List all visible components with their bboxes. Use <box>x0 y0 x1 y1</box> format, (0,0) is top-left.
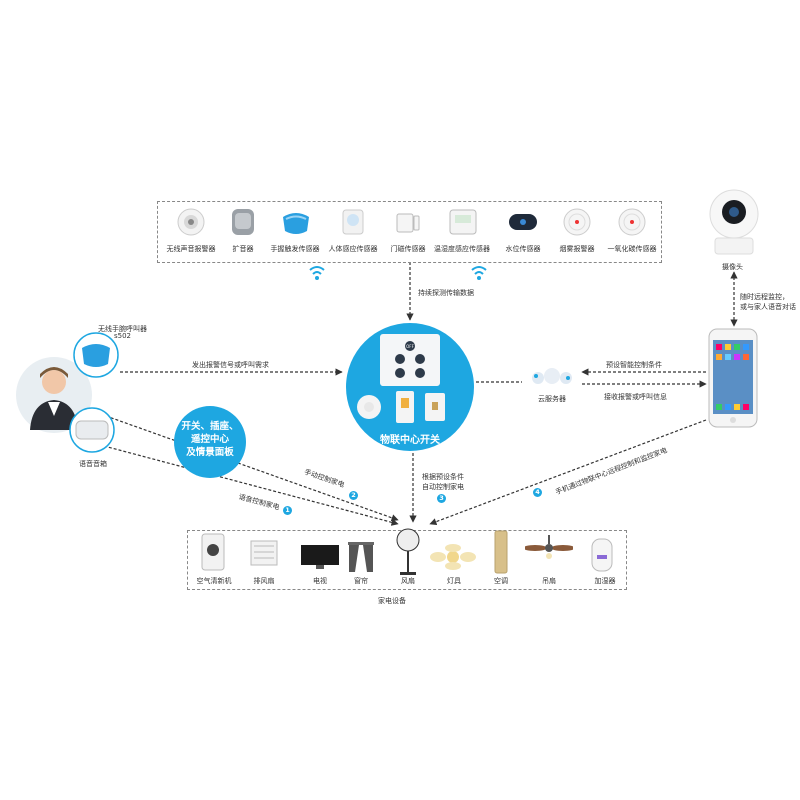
cloud-label: 云服务器 <box>538 395 566 403</box>
step-badge-2: 2 <box>349 491 358 500</box>
lamp-icon <box>430 544 476 570</box>
wall-switch-icon <box>396 391 414 423</box>
sensor-label: 门磁传感器 <box>390 245 426 253</box>
exhaust-fan-icon <box>250 540 278 566</box>
flow-label-pager: 发出报警信号或呼叫需求 <box>192 361 269 369</box>
sensor-label: 一氧化碳传感器 <box>607 245 657 253</box>
smart-speaker-icon <box>69 407 115 453</box>
flow-label-cloud-to-phone: 接收报警或呼叫信息 <box>604 393 667 401</box>
camera-note: 或与家人语音对话 <box>740 303 796 311</box>
appliance-label: 排风扇 <box>253 577 275 585</box>
wrist-pager-icon <box>73 332 119 378</box>
smoke-detector-icon <box>357 395 381 419</box>
step-badge-1: 1 <box>283 506 292 515</box>
flow-label-auto: 根据预设条件 <box>422 473 464 481</box>
sensor-label: 温湿度感应传感器 <box>434 245 490 253</box>
door-sensor-icon <box>396 213 420 233</box>
tv-icon <box>301 545 339 569</box>
fan-icon <box>396 528 420 575</box>
smoke-alarm-icon <box>563 208 591 236</box>
curtain-icon <box>348 542 374 572</box>
step-badge-3: 3 <box>437 494 446 503</box>
flow-label-phone-to-cloud: 预设智能控制条件 <box>606 361 662 369</box>
arrow-phone-to-appliances <box>429 419 707 526</box>
panel-text: 开关、插座、 遥控中心 及情景面板 <box>174 420 246 459</box>
arrow-manual-to-appliances <box>105 415 399 522</box>
air-purifier-icon <box>201 533 225 571</box>
panel-circle <box>174 406 246 478</box>
panel-line: 开关、插座、 <box>181 421 239 432</box>
pager-model: s502 <box>114 332 132 340</box>
wifi-signal-icon <box>309 266 325 280</box>
sensor-label: 水位传感器 <box>505 245 541 253</box>
appliance-label: 风扇 <box>401 577 415 585</box>
motion-sensor-icon <box>342 209 364 235</box>
sensor-label: 扩音器 <box>232 245 254 253</box>
sensor-label: 无线声音报警器 <box>166 245 216 253</box>
ceiling-fan-icon <box>525 535 573 559</box>
hub-off-text: OFF <box>406 344 414 349</box>
hub-title: 物联中心开关 <box>380 435 440 446</box>
sensor-group-box <box>157 201 662 263</box>
camera-icon <box>709 189 759 255</box>
flow-label-auto: 自动控制家电 <box>422 483 464 491</box>
wifi-signal-icon <box>471 266 487 280</box>
panel-line: 及情景面板 <box>186 447 234 458</box>
appliance-label: 空气清新机 <box>196 577 232 585</box>
sensor-label: 人体感应传感器 <box>328 245 378 253</box>
sensor-label: 手握触发传感器 <box>270 245 320 253</box>
thermo-sensor-icon <box>449 209 477 235</box>
cloud-server-icon <box>532 368 572 384</box>
camera-note: 随时远程监控， <box>740 293 789 301</box>
person-avatar <box>16 357 92 433</box>
appliance-label: 加湿器 <box>594 577 616 585</box>
panel-line: 遥控中心 <box>190 434 229 445</box>
sound-alarm-icon <box>177 208 205 236</box>
humidifier-icon <box>591 538 613 572</box>
appliance-label: 窗帘 <box>354 577 368 585</box>
appliance-label: 吊扇 <box>542 577 556 585</box>
co-sensor-icon <box>618 208 646 236</box>
appliance-label: 灯具 <box>447 577 461 585</box>
flow-label-sensor: 持续探测传输数据 <box>418 289 474 297</box>
smart-plug-icon <box>425 393 445 421</box>
air-conditioner-icon <box>494 530 508 574</box>
arrow-voice-to-appliances <box>103 445 399 526</box>
step-badge-4: 4 <box>533 488 542 497</box>
appliance-label: 空调 <box>494 577 508 585</box>
water-sensor-icon <box>509 214 537 230</box>
sensor-label: 烟雾报警器 <box>559 245 595 253</box>
pager-label: 无线手腕呼叫器 <box>98 325 147 333</box>
camera-label: 摄像头 <box>722 263 743 271</box>
appliance-label: 电视 <box>313 577 327 585</box>
hub-switch-icon: OFF <box>380 334 440 386</box>
speaker-label: 语音音箱 <box>79 460 107 468</box>
speaker-icon <box>232 209 254 235</box>
appliance-group-label: 家电设备 <box>378 597 406 605</box>
hand-trigger-icon <box>283 213 309 234</box>
smartphone-icon <box>708 328 758 428</box>
